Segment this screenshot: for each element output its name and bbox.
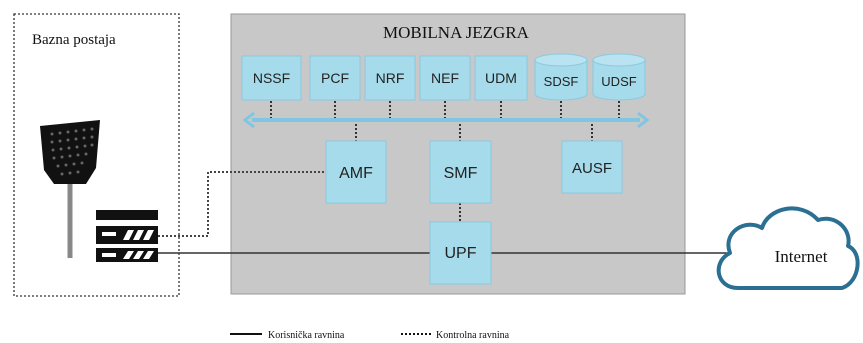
control-plane-line bbox=[158, 171, 326, 237]
database-icon bbox=[592, 53, 646, 67]
nf-amf-label: AMF bbox=[339, 165, 373, 182]
mobile-core-title: MOBILNA JEZGRA bbox=[383, 23, 530, 42]
nf-amf[interactable]: AMF bbox=[325, 140, 387, 204]
nf-upf[interactable]: UPF bbox=[429, 221, 492, 285]
nf-nssf-label: NSSF bbox=[253, 70, 290, 86]
nf-nef-label: NEF bbox=[431, 70, 459, 86]
nf-nrf[interactable]: NRF bbox=[364, 55, 416, 101]
nf-ausf-label: AUSF bbox=[572, 160, 612, 177]
antenna-icon bbox=[40, 120, 100, 258]
db-udsf[interactable]: UDSF bbox=[592, 53, 646, 101]
legend-control-plane-label: Kontrolna ravnina bbox=[436, 330, 510, 341]
database-icon bbox=[534, 53, 588, 67]
nf-udm[interactable]: UDM bbox=[474, 55, 528, 101]
nf-upf-label: UPF bbox=[445, 245, 477, 262]
legend-user-plane-label: Korisnička ravnina bbox=[268, 330, 345, 341]
bus-lower-connectors bbox=[355, 124, 593, 222]
nf-udm-label: UDM bbox=[485, 70, 517, 86]
internet-label: Internet bbox=[775, 247, 828, 266]
nf-bus-connectors bbox=[270, 101, 620, 118]
service-bus-arrow bbox=[242, 111, 650, 129]
nf-nef[interactable]: NEF bbox=[419, 55, 471, 101]
nf-smf-label: SMF bbox=[444, 165, 478, 182]
nf-pcf[interactable]: PCF bbox=[309, 55, 361, 101]
nf-ausf[interactable]: AUSF bbox=[561, 140, 623, 194]
nf-nrf-label: NRF bbox=[376, 70, 405, 86]
nf-smf[interactable]: SMF bbox=[429, 140, 492, 204]
base-station-label: Bazna postaja bbox=[32, 32, 116, 48]
nf-pcf-label: PCF bbox=[321, 70, 349, 86]
router-icon bbox=[96, 210, 158, 262]
base-station-frame bbox=[13, 13, 180, 297]
db-udsf-label: UDSF bbox=[601, 74, 636, 89]
nf-nssf[interactable]: NSSF bbox=[241, 55, 302, 101]
legend: Korisnička ravnina Kontrolna ravnina bbox=[230, 330, 510, 341]
internet-cloud[interactable]: Internet bbox=[716, 206, 860, 290]
cloud-icon bbox=[716, 206, 860, 290]
db-sdsf[interactable]: SDSF bbox=[534, 53, 588, 101]
db-sdsf-label: SDSF bbox=[544, 74, 579, 89]
